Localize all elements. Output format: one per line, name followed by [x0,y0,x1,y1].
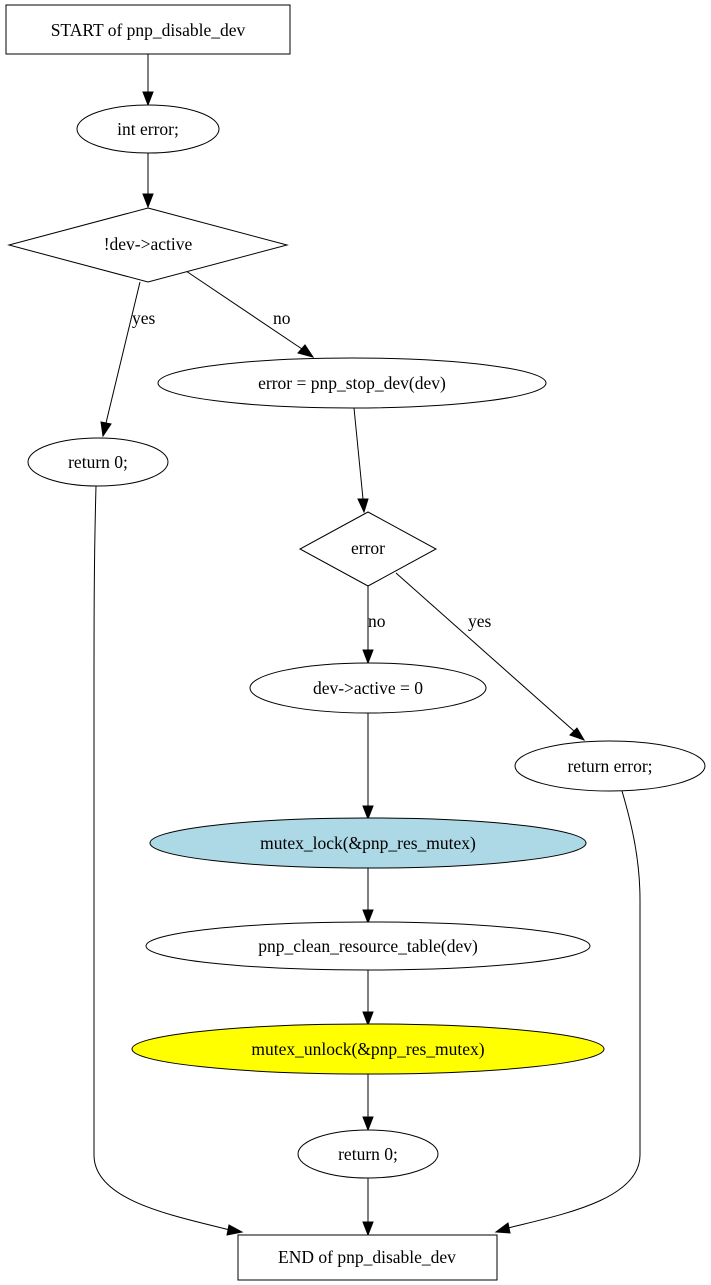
clean-table-node: pnp_clean_resource_table(dev) [145,921,591,971]
start-node-label: START of pnp_disable_dev [51,20,246,40]
check-error-label: error [351,538,385,558]
set-inactive-node: dev->active = 0 [249,662,487,714]
return-zero-node: return 0; [297,1129,439,1179]
check-active-decision: !dev->active [7,207,289,283]
mutex-lock-node: mutex_lock(&pnp_res_mutex) [149,817,587,869]
return-zero-early-node: return 0; [27,437,169,487]
return-zero-early-label: return 0; [68,452,128,472]
edge-check-active-yes [100,281,141,438]
end-node: END of pnp_disable_dev [237,1234,498,1281]
check-error-decision: error [298,511,438,587]
mutex-unlock-node: mutex_unlock(&pnp_res_mutex) [131,1023,605,1075]
return-zero-label: return 0; [338,1144,398,1164]
edge-check-error-no [362,586,374,665]
stop-dev-label: error = pnp_stop_dev(dev) [258,373,446,393]
set-inactive-label: dev->active = 0 [313,678,423,698]
check-active-label: !dev->active [104,234,193,254]
edge-mutex-lock-to-clean-table [362,868,374,925]
start-node: START of pnp_disable_dev [5,4,291,55]
declare-node-label: int error; [117,119,179,139]
edge-stop-dev-to-check-error [353,407,369,514]
edge-label-active-yes: yes [132,308,156,328]
edge-label-active-no: no [273,308,291,328]
nodes: START of pnp_disable_dev int error; !dev… [5,4,706,1281]
edge-label-error-yes: yes [468,611,492,631]
mutex-unlock-label: mutex_unlock(&pnp_res_mutex) [251,1039,484,1059]
edge-declare-to-check-active [142,153,154,209]
return-error-node: return error; [514,740,706,792]
return-error-label: return error; [567,756,652,776]
edge-labels: yes no no yes [132,308,492,631]
edge-check-active-no [185,270,315,358]
edge-mutex-unlock-to-return-zero [362,1074,374,1132]
edge-return-zero-to-end [362,1178,374,1237]
end-node-label: END of pnp_disable_dev [278,1247,456,1267]
mutex-lock-label: mutex_lock(&pnp_res_mutex) [260,833,476,853]
clean-table-label: pnp_clean_resource_table(dev) [258,936,478,956]
edge-return-early-to-end [93,485,244,1236]
declare-node: int error; [76,104,220,154]
edge-check-error-yes [395,572,586,741]
stop-dev-node: error = pnp_stop_dev(dev) [157,357,547,409]
edges [93,54,641,1237]
edge-set-inactive-to-mutex-lock [362,713,374,821]
edge-start-to-declare [142,54,154,107]
edge-return-error-to-end [494,790,641,1234]
edge-clean-table-to-mutex-unlock [362,970,374,1027]
edge-label-error-no: no [368,611,386,631]
